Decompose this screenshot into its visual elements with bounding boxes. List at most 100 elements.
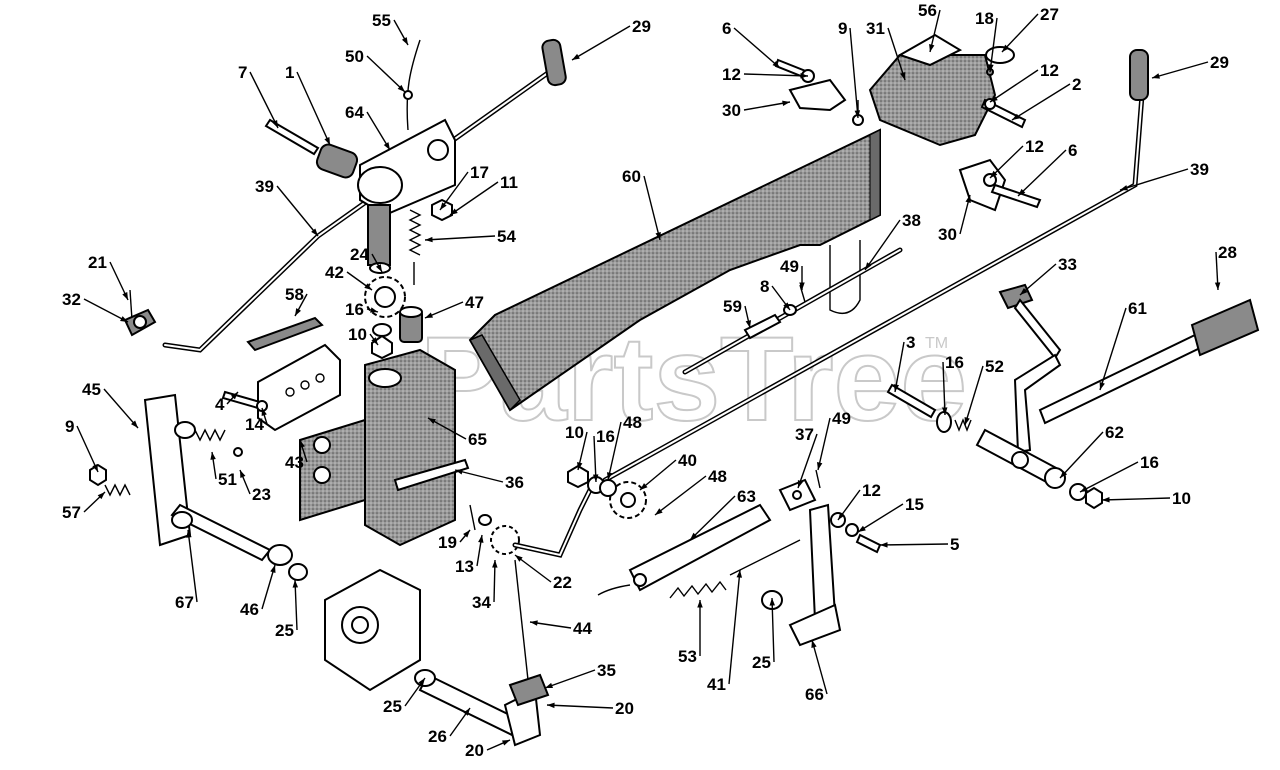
callout-c31: 31	[866, 19, 906, 81]
leader-arrow	[515, 555, 523, 562]
callout-label: 16	[345, 300, 364, 319]
leader-line	[743, 101, 791, 111]
callout-c9b: 9	[838, 19, 861, 119]
callout-label: 12	[1040, 61, 1059, 80]
pin-21-fitting-32	[123, 289, 157, 337]
callout-c65: 65	[427, 417, 487, 449]
callout-c30a: 30	[722, 100, 791, 120]
leader-arrow	[606, 472, 613, 480]
leader-line	[1059, 431, 1104, 479]
callout-label: 23	[252, 485, 271, 504]
callout-c42: 42	[325, 263, 373, 291]
callout-c16b: 16	[592, 427, 615, 483]
callout-c12b: 12	[722, 65, 809, 84]
leader-arrow	[1020, 288, 1028, 295]
leader-line	[771, 597, 775, 663]
callout-c29a: 29	[571, 17, 651, 61]
leader-line	[187, 529, 198, 603]
callout-label: 3	[906, 333, 915, 352]
leader-line	[103, 388, 139, 429]
callout-label: 2	[1072, 75, 1081, 94]
leader-arrow	[838, 512, 845, 520]
callout-label: 48	[623, 413, 642, 432]
callout-c25b: 25	[383, 677, 426, 716]
callout-c43: 43	[285, 439, 308, 472]
callout-label: 58	[285, 285, 304, 304]
callout-c13: 13	[455, 534, 484, 576]
callout-c57: 57	[62, 491, 106, 522]
arm-63	[597, 503, 772, 596]
callout-c61: 61	[1099, 299, 1147, 391]
callout-label: 21	[88, 253, 107, 272]
callout-label: 10	[565, 423, 584, 442]
callout-label: 54	[497, 227, 516, 246]
bolt-3-spring-52	[886, 383, 972, 433]
callout-label: 45	[82, 380, 101, 399]
callout-c35: 35	[544, 661, 616, 689]
leader-line	[261, 564, 276, 610]
leader-line	[849, 27, 859, 119]
callout-label: 4	[215, 395, 225, 414]
callout-label: 16	[1140, 453, 1159, 472]
callout-label: 14	[245, 415, 264, 434]
callout-label: 11	[500, 173, 518, 192]
callout-c58: 58	[285, 285, 308, 317]
callout-c16a: 16	[345, 300, 379, 319]
leader-line	[366, 55, 406, 93]
callout-label: 20	[465, 741, 484, 760]
callout-label: 36	[505, 473, 524, 492]
callout-label: 20	[615, 699, 634, 718]
callout-label: 39	[1190, 160, 1209, 179]
leader-line	[964, 365, 984, 426]
callout-c33: 33	[1019, 255, 1077, 296]
callout-c29b: 29	[1151, 53, 1229, 79]
callout-c45: 45	[82, 380, 139, 429]
leader-line	[797, 433, 818, 489]
callout-c59: 59	[723, 297, 752, 329]
leader-arrow	[929, 44, 935, 52]
leader-line	[989, 69, 1039, 103]
callout-c49b: 49	[817, 409, 851, 471]
leader-line	[1011, 83, 1071, 121]
callout-label: 1	[285, 63, 294, 82]
leader-arrow	[880, 542, 888, 548]
leader-arrow	[261, 408, 267, 416]
callout-c48a: 48	[606, 413, 642, 481]
leader-arrow	[1152, 73, 1160, 79]
callout-label: 52	[985, 357, 1004, 376]
leader-line	[296, 71, 331, 146]
leader-arrow	[397, 84, 405, 92]
washers-10-16	[567, 464, 617, 497]
cable-upper	[403, 39, 421, 131]
callout-label: 39	[255, 177, 274, 196]
callout-label: 9	[838, 19, 847, 38]
leader-line	[654, 475, 707, 516]
leader-line	[294, 579, 298, 631]
leader-line	[989, 17, 998, 73]
ubolt-38	[829, 240, 861, 314]
spring-51	[194, 428, 243, 457]
callout-c9a: 9	[65, 417, 99, 473]
callout-label: 37	[795, 425, 814, 444]
lever-66	[761, 503, 842, 647]
callout-c41: 41	[707, 569, 743, 694]
callout-label: 12	[722, 65, 741, 84]
leader-arrow	[772, 60, 780, 68]
callout-label: 12	[862, 481, 881, 500]
callout-c64: 64	[345, 103, 391, 151]
leader-arrow	[401, 37, 408, 45]
leader-arrow	[640, 483, 648, 490]
callout-label: 30	[938, 225, 957, 244]
leader-line	[942, 361, 946, 416]
callout-label: 25	[275, 621, 294, 640]
leader-arrow	[383, 142, 390, 150]
bushing-1	[315, 143, 359, 179]
leader-line	[817, 417, 831, 471]
leader-arrow	[440, 202, 447, 210]
rod-lower-left	[512, 487, 593, 558]
leader-arrow	[210, 452, 216, 460]
callout-c4: 4	[215, 391, 239, 414]
callout-c27: 27	[1001, 5, 1059, 53]
leader-arrow	[324, 137, 330, 145]
callout-c16d: 16	[1079, 453, 1159, 493]
